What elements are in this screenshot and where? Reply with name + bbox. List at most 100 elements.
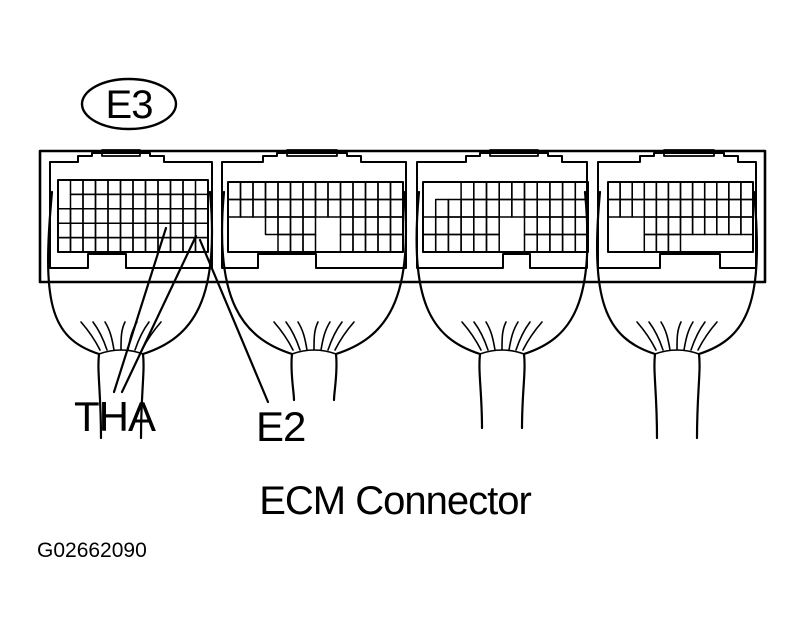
pin-cavity — [643, 198, 658, 218]
latch-tab — [286, 149, 338, 157]
harness-wire — [92, 321, 108, 351]
pin-cavity — [716, 198, 730, 218]
pin-cavity — [631, 181, 646, 201]
pin-cavity — [194, 222, 209, 239]
harness-wires — [461, 321, 543, 351]
pin-cavity — [264, 198, 279, 218]
pin-cavity — [485, 216, 500, 236]
pin-cavity — [289, 216, 304, 236]
tha-leader-line-1 — [112, 226, 168, 394]
pin-cavity — [194, 208, 209, 224]
pin-cavity — [69, 236, 84, 253]
harness-wire — [320, 321, 331, 351]
pin-cavity — [364, 181, 379, 201]
pin-cavity — [302, 233, 317, 253]
sub-connector-frame — [49, 152, 213, 269]
pin-cavity — [485, 198, 500, 218]
pin-cavity — [691, 216, 706, 236]
pin-cavity — [352, 181, 367, 201]
e2-leader-line — [198, 238, 270, 404]
pin-cavity — [352, 198, 367, 218]
pin-cavity — [549, 233, 564, 253]
harness-wire — [636, 321, 657, 351]
harness-wire — [285, 321, 301, 351]
pin-cavity — [289, 198, 304, 218]
pin-cavity — [314, 181, 329, 201]
pin-cavity — [327, 181, 342, 201]
pin-cavity — [511, 198, 526, 218]
pin-cavity — [132, 236, 147, 253]
harness-cover-right — [141, 190, 214, 356]
pin-cavity — [119, 193, 134, 210]
connector-id-ellipse — [80, 77, 178, 131]
pin-cavity — [740, 181, 754, 201]
harness-wire — [683, 321, 694, 351]
pin-cavity — [82, 208, 97, 224]
e2-pin-label: E2 — [256, 403, 306, 450]
pin-cavity — [447, 198, 462, 218]
pin-cavity — [679, 198, 694, 218]
pin-cavity — [691, 181, 706, 201]
pin-cavity — [82, 179, 97, 196]
pin-cavity — [119, 236, 134, 253]
pin-cavity — [619, 181, 633, 201]
pin-cavity — [511, 181, 526, 201]
pin-cavity — [716, 181, 730, 201]
pin-grid-outline — [607, 181, 754, 253]
pin-cavity — [94, 179, 109, 196]
sub-connector-frame — [416, 152, 588, 269]
pin-cavity — [364, 233, 379, 253]
pin-cavity — [667, 233, 682, 253]
pin-cavity — [144, 193, 159, 210]
connector-id-label: E3 — [105, 83, 154, 127]
pin-grid-outline — [57, 179, 209, 253]
pin-cavity — [182, 208, 197, 224]
pin-cavity — [561, 198, 577, 218]
pin-cavity — [57, 208, 72, 224]
pin-cavity — [227, 198, 242, 218]
pin-cavity — [169, 193, 184, 210]
pin-cavity — [561, 233, 577, 253]
pin-cavity — [389, 233, 404, 253]
pin-cavity — [643, 216, 658, 236]
pin-cavity — [227, 181, 242, 201]
cable-collar — [654, 349, 700, 355]
sub-connector-2 — [220, 149, 408, 402]
pin-cavity — [549, 181, 564, 201]
pin-cavity — [107, 236, 122, 253]
pin-cavity — [107, 179, 122, 196]
pin-cavity — [119, 179, 134, 196]
pin-cavity — [619, 198, 633, 218]
pin-cavity — [157, 208, 172, 224]
harness-cover-left — [47, 190, 101, 356]
pin-cavity — [536, 216, 551, 236]
pin-grid — [607, 181, 754, 253]
cable-tube-right — [139, 352, 145, 440]
pin-cavity — [691, 198, 706, 218]
pin-cavity — [434, 216, 450, 236]
pin-cavity — [169, 236, 184, 253]
cable-tube-left — [478, 352, 484, 430]
pin-cavity — [473, 216, 488, 236]
pin-cavity — [132, 208, 147, 224]
harness-wire — [461, 321, 482, 351]
pin-cavity — [94, 236, 109, 253]
pin-cavity — [549, 216, 564, 236]
pin-cavity — [144, 208, 159, 224]
pin-cavity — [703, 216, 718, 236]
harness-wire — [485, 321, 496, 351]
pin-cavity — [389, 216, 404, 236]
tha-leader-line-2 — [120, 234, 198, 394]
pin-cavity — [460, 233, 475, 253]
pin-cavity — [473, 198, 488, 218]
pin-cavity — [549, 198, 564, 218]
pin-cavity — [289, 181, 304, 201]
pin-cavity — [740, 198, 754, 218]
sub-connector-3 — [415, 149, 589, 430]
pin-cavity — [523, 181, 538, 201]
harness-cover-left — [415, 190, 482, 356]
pin-cavity — [182, 179, 197, 196]
pin-cavity — [473, 233, 488, 253]
